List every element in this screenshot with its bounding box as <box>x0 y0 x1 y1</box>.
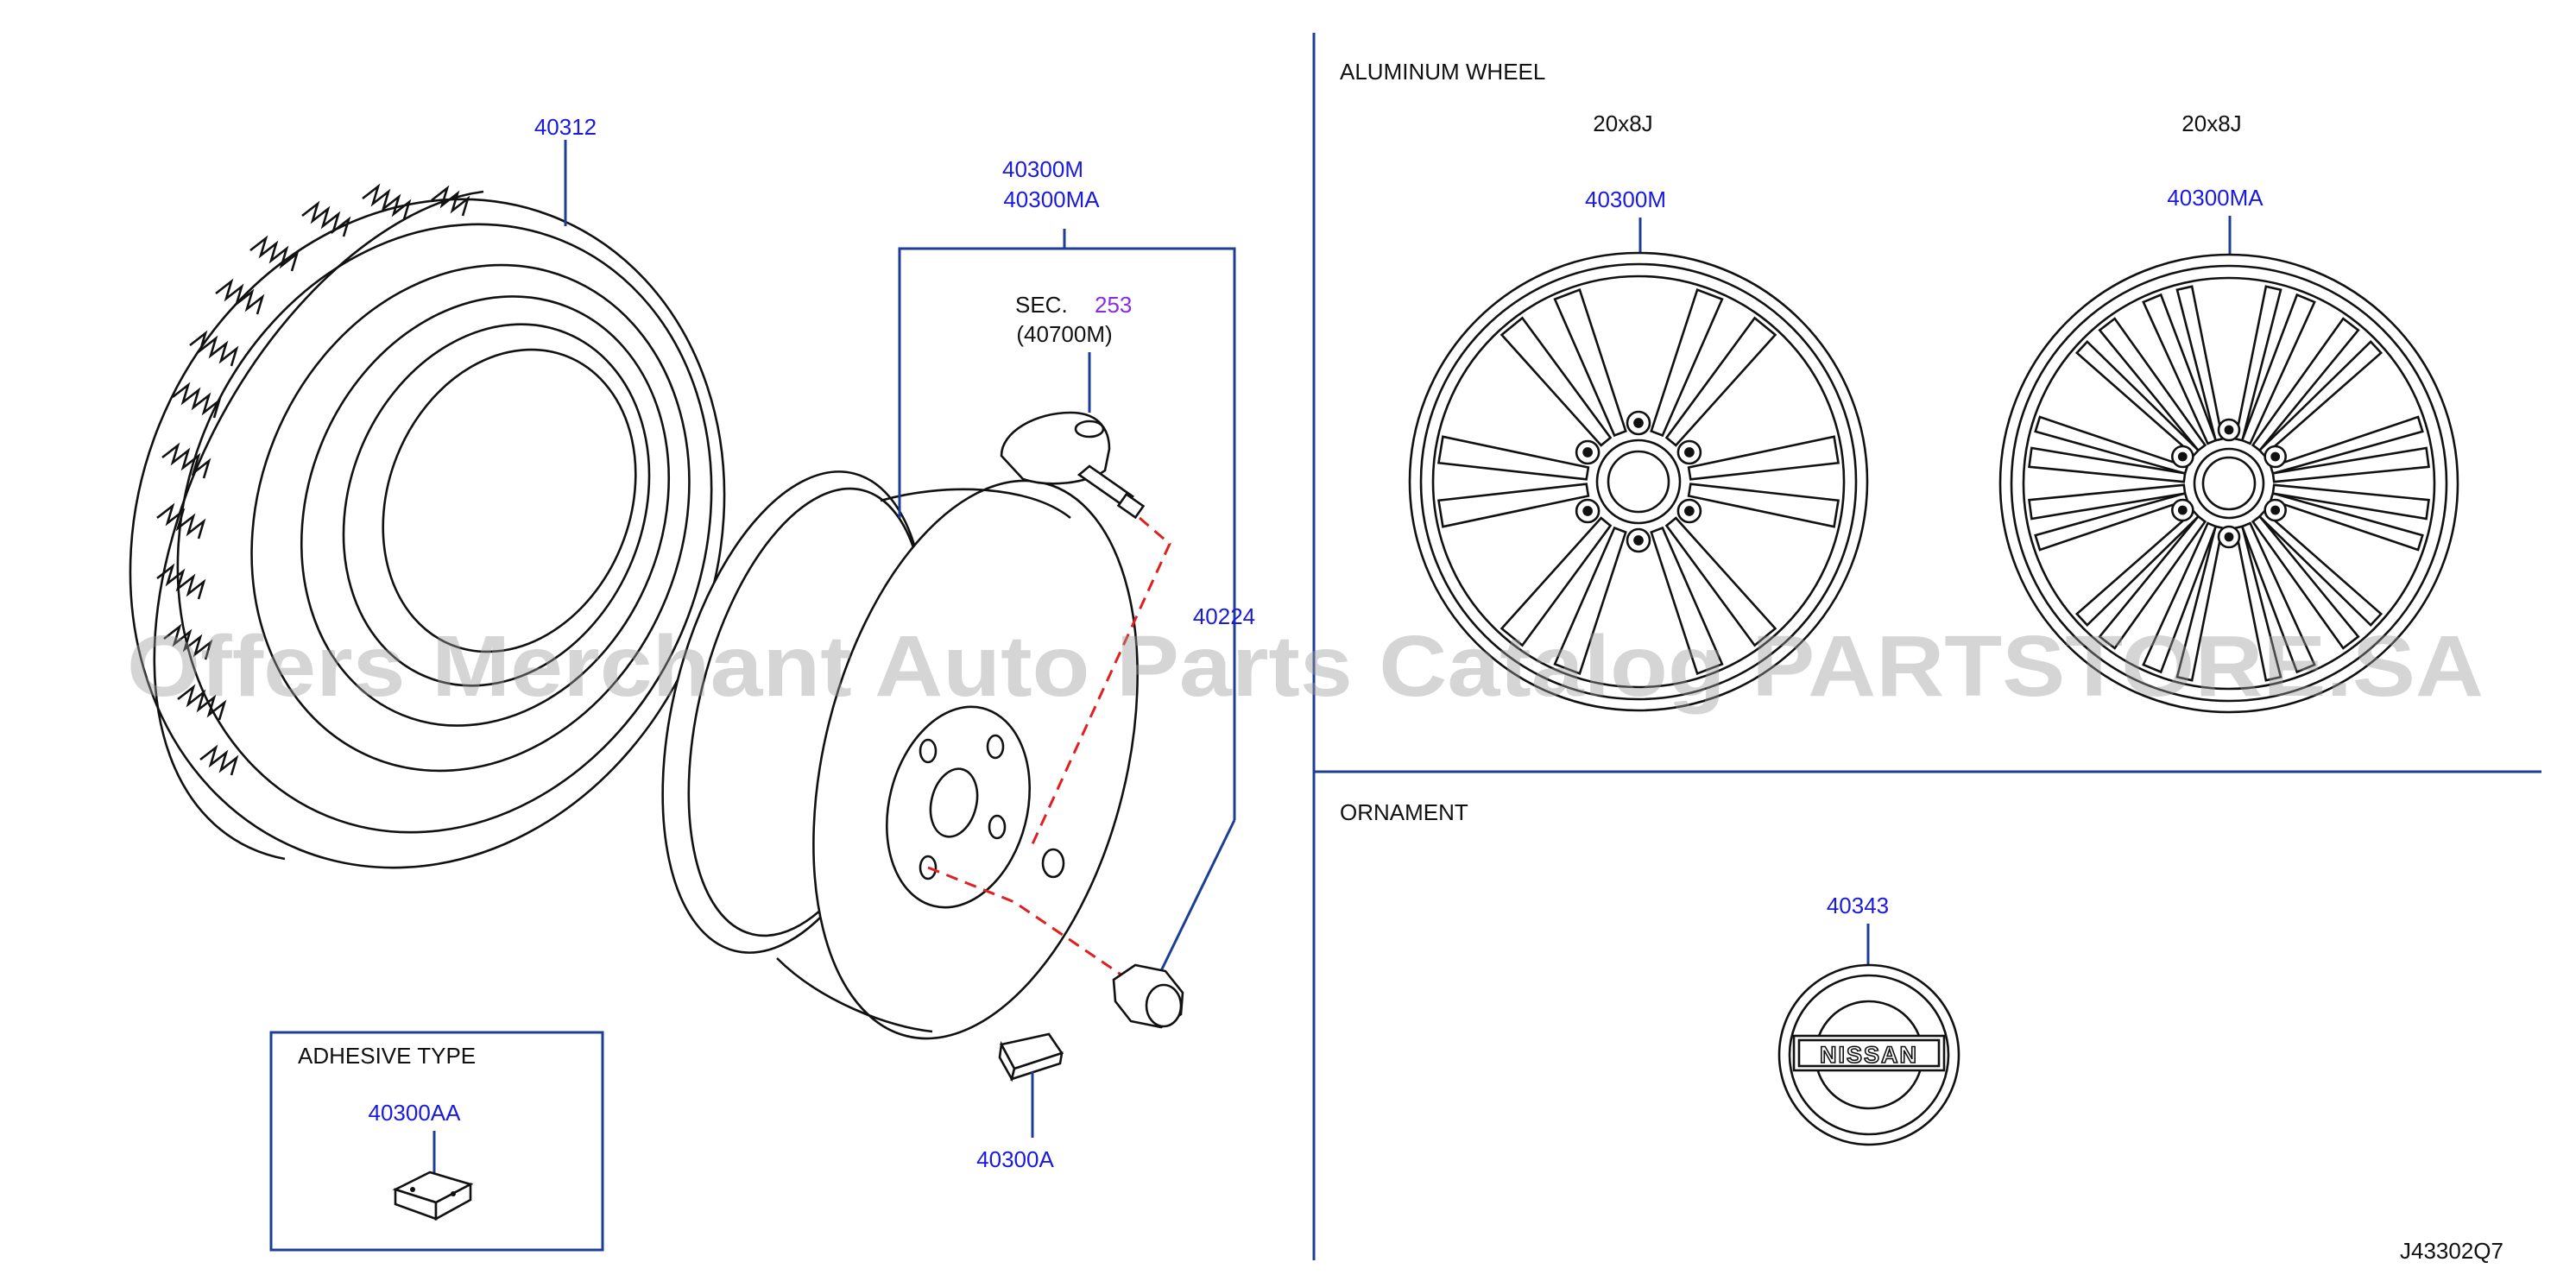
wheel-part-number-m[interactable]: 40300M <box>1002 156 1083 182</box>
wheel-spoke <box>2234 525 2282 682</box>
wheel-spoke <box>2074 340 2200 458</box>
wheel-spoke <box>1500 316 1613 447</box>
wheel-spoke <box>1664 516 1777 647</box>
lug-hole-center <box>2177 451 2188 462</box>
lug-hole-center <box>1633 418 1644 428</box>
lug-hole-center <box>1684 447 1695 458</box>
wheel-spoke <box>2098 317 2207 452</box>
wheel-spoke <box>2271 446 2430 483</box>
lug-hole-center <box>1582 506 1593 516</box>
lug-hole-center <box>2270 505 2281 515</box>
alum-wheel-m-illustration[interactable] <box>1408 251 1869 712</box>
wheel-spoke <box>2074 509 2200 627</box>
wheel-size-right: 20x8J <box>2181 110 2241 136</box>
wheel-spoke <box>2142 521 2218 674</box>
wheel-spoke <box>1687 483 1840 528</box>
tread-pattern <box>156 183 470 776</box>
ornament-emblem-text: NISSAN <box>1820 1042 1918 1068</box>
lug-hole-center <box>2270 451 2281 462</box>
watermark-text: Offers Merchant Auto Parts Catalog PARTS… <box>127 618 2484 715</box>
weight-part-number[interactable]: 40300A <box>976 1146 1054 1172</box>
assembly-path <box>927 516 1171 977</box>
tpms-sensor-illustration[interactable] <box>1000 411 1146 520</box>
nut-part-number[interactable]: 40224 <box>1193 603 1255 629</box>
wheel-spoke <box>1500 516 1613 647</box>
lug-hole-center <box>2177 505 2188 515</box>
diagram-code: J43302Q7 <box>2400 1238 2503 1264</box>
wheel-spoke <box>1664 316 1777 447</box>
wheel-spoke <box>2251 514 2360 650</box>
lug-hole-center <box>1633 535 1644 546</box>
adhesive-weight-part-number[interactable]: 40300AA <box>369 1100 462 1126</box>
wheel-spoke <box>2240 293 2316 445</box>
sensor-part-number: (40700M) <box>1016 321 1112 347</box>
wheel-spoke <box>2028 483 2187 521</box>
wheel-size-left: 20x8J <box>1593 110 1652 136</box>
aluminum-wheel-heading: ALUMINUM WHEEL <box>1340 59 1545 85</box>
adhesive-type-box <box>269 1031 604 1252</box>
ornament-heading: ORNAMENT <box>1340 799 1468 825</box>
lug-hole-center <box>2224 532 2234 542</box>
lug-hole-center <box>2224 425 2234 435</box>
wheel-spoke <box>2269 491 2424 552</box>
wheel-spoke <box>2028 446 2187 483</box>
section-ref-prefix: SEC. <box>1015 292 1068 318</box>
ornament-part-number[interactable]: 40343 <box>1827 893 1889 918</box>
wheel-spoke <box>2251 317 2360 452</box>
section-ref-link[interactable]: 253 <box>1095 292 1132 318</box>
alum-wheel-ma-illustration[interactable] <box>1998 253 2459 714</box>
wheel-spoke <box>2257 340 2383 458</box>
wheel-spoke <box>2269 415 2424 476</box>
wheel-nut-illustration[interactable] <box>1112 963 1184 1029</box>
adhesive-weight-illustration[interactable] <box>392 1171 474 1221</box>
ornament-illustration[interactable]: NISSAN <box>1777 963 1960 1146</box>
wheel-spoke <box>2142 293 2218 445</box>
wheel-spoke <box>1437 435 1590 481</box>
wheel-spoke <box>2098 514 2207 650</box>
wheel-spoke <box>1553 526 1627 676</box>
wheel-spoke <box>2034 415 2189 476</box>
adhesive-type-heading: ADHESIVE TYPE <box>298 1043 476 1069</box>
lug-hole-center <box>1684 506 1695 516</box>
wheel-spoke <box>2175 525 2224 682</box>
wheel-spoke <box>1437 483 1590 528</box>
wheel-spoke <box>2271 483 2430 521</box>
wheel-spoke <box>2234 285 2282 442</box>
wheel-spoke <box>2240 521 2316 674</box>
wheel-spoke <box>1553 287 1627 438</box>
tire-part-number[interactable]: 40312 <box>534 114 597 140</box>
alum-wheel-m-part-number[interactable]: 40300M <box>1585 186 1666 212</box>
tire-illustration[interactable] <box>31 109 823 957</box>
lug-hole-center <box>1582 447 1593 458</box>
wheel-spoke <box>1650 526 1724 676</box>
wheel-spoke <box>1650 287 1724 438</box>
alum-wheel-ma-part-number[interactable]: 40300MA <box>2167 185 2263 211</box>
wheel-part-number-ma[interactable]: 40300MA <box>1003 186 1100 212</box>
wheel-illustration[interactable] <box>617 445 1190 1073</box>
wheel-spoke <box>2257 509 2383 627</box>
wheel-spoke <box>2175 285 2224 442</box>
clip-weight-illustration[interactable] <box>998 1032 1064 1082</box>
section-dividers <box>1312 33 2541 1260</box>
wheel-spoke <box>1687 435 1840 481</box>
wheel-spoke <box>2034 491 2189 552</box>
